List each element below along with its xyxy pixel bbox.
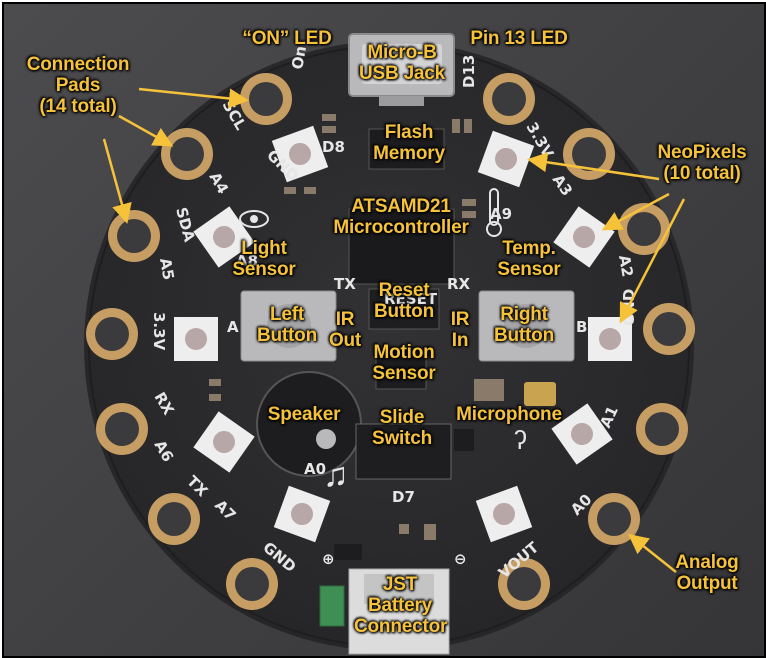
label-pin13-led: Pin 13 LED	[459, 28, 579, 49]
pad-tx	[148, 493, 200, 545]
pad-gnd-bottom	[226, 558, 278, 610]
silk-a0-left: A0	[304, 460, 326, 478]
silk-d13: D13	[460, 55, 478, 88]
label-flash-memory: Flash Memory	[354, 122, 464, 164]
silk-a5: A5	[156, 257, 178, 282]
pad-gnd-right	[643, 303, 695, 355]
label-light-sensor: Light Sensor	[226, 238, 302, 280]
silk-a2: A2	[615, 254, 637, 279]
label-microcontroller: ATSAMD21 Microcontroller	[326, 196, 476, 238]
label-ir-in: IR In	[442, 309, 478, 351]
label-speaker: Speaker	[256, 404, 352, 425]
pad-scl	[161, 128, 213, 180]
pad-on-top	[240, 73, 292, 125]
label-motion-sensor: Motion Sensor	[364, 342, 444, 384]
pad-rx	[96, 403, 148, 455]
silk-a-left: A	[227, 318, 239, 336]
pad-sda	[108, 210, 160, 262]
label-jst-battery: JST Battery Connector	[354, 574, 446, 637]
label-ir-out: IR Out	[327, 309, 363, 351]
label-right-button: Right Button	[482, 304, 566, 346]
label-usb-jack: Micro-B USB Jack	[352, 42, 452, 84]
arrow-pads-sda	[104, 139, 126, 219]
silk-minus: ⊖	[454, 550, 467, 568]
label-microphone: Microphone	[449, 404, 569, 425]
label-on-led: “ON” LED	[232, 28, 342, 49]
silk-a9: A9	[490, 205, 512, 223]
silk-b-right: B	[576, 318, 587, 336]
silk-d8: D8	[322, 138, 345, 156]
pad-3v3-top	[483, 73, 535, 125]
label-slide-switch: Slide Switch	[364, 407, 440, 449]
pad-a2	[618, 203, 670, 255]
label-temp-sensor: Temp. Sensor	[489, 238, 569, 280]
silk-d7: D7	[392, 488, 415, 506]
label-reset-button: Reset Button	[366, 280, 442, 322]
pad-a1	[636, 403, 688, 455]
ear-icon: ʔ	[514, 425, 527, 455]
pad-3v3-left	[86, 308, 138, 360]
microphone-body	[524, 382, 556, 406]
label-connection-pads: Connection Pads (14 total)	[22, 54, 134, 117]
arrow-pads-scl	[119, 116, 169, 144]
silk-tx-top: TX	[334, 275, 356, 293]
silk-3v3-left: 3.3V	[150, 312, 168, 351]
label-neopixels: NeoPixels (10 total)	[644, 142, 760, 184]
music-note-icon: ♫	[323, 456, 349, 494]
silk-plus: ⊕	[322, 550, 335, 568]
silk-rx-top: RX	[447, 275, 471, 293]
label-analog-output: Analog Output	[662, 552, 752, 594]
label-left-button: Left Button	[247, 304, 327, 346]
